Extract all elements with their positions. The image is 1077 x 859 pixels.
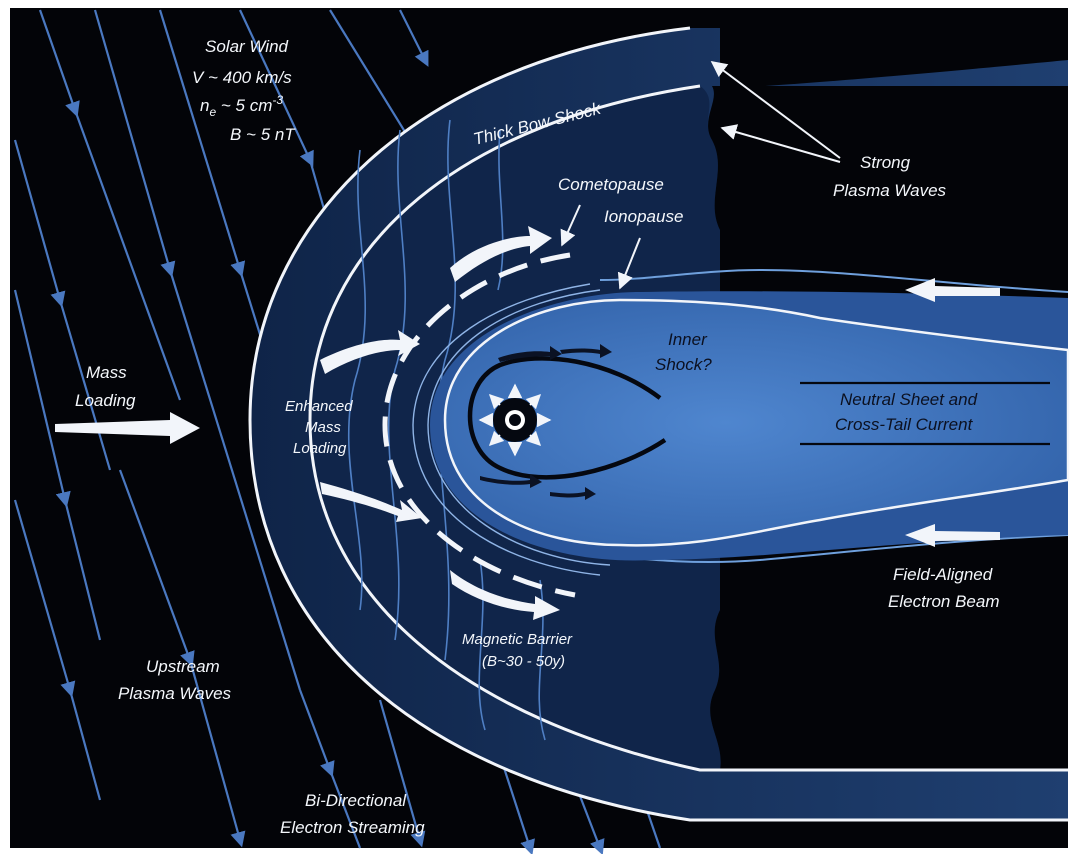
solar-wind-velocity: V ~ 400 km/s xyxy=(192,68,292,87)
bidirectional-line-1: Bi-Directional xyxy=(305,791,407,810)
enhanced-line-2: Mass xyxy=(305,419,341,436)
upstream-line-2: Plasma Waves xyxy=(118,684,232,703)
label-ionopause: Ionopause xyxy=(604,207,683,226)
inner-shock-line-2: Shock? xyxy=(655,355,712,374)
inner-shock-line-1: Inner xyxy=(668,330,708,349)
density-mid: ~ 5 cm xyxy=(216,96,272,115)
bidirectional-line-2: Electron Streaming xyxy=(280,818,425,837)
neutral-sheet-line-2: Cross-Tail Current xyxy=(835,415,974,434)
solar-wind-title: Solar Wind xyxy=(205,37,289,56)
mass-loading-line-1: Mass xyxy=(86,363,127,382)
solar-wind-field: B ~ 5 nT xyxy=(230,125,296,144)
label-cometopause: Cometopause xyxy=(558,175,664,194)
strong-line-2: Plasma Waves xyxy=(833,181,947,200)
field-aligned-line-1: Field-Aligned xyxy=(893,565,993,584)
enhanced-line-1: Enhanced xyxy=(285,398,353,415)
mass-loading-line-2: Loading xyxy=(75,391,136,410)
magnetic-barrier-line-2: (B~30 - 50y) xyxy=(482,653,565,670)
neutral-sheet-line-1: Neutral Sheet and xyxy=(840,390,978,409)
field-aligned-line-2: Electron Beam xyxy=(888,592,1000,611)
upstream-line-1: Upstream xyxy=(146,657,220,676)
magnetic-barrier-line-1: Magnetic Barrier xyxy=(462,631,573,648)
strong-line-1: Strong xyxy=(860,153,911,172)
density-n: n xyxy=(200,96,209,115)
comet-nucleus xyxy=(480,385,550,455)
enhanced-line-3: Loading xyxy=(293,440,347,457)
density-sup: -3 xyxy=(272,93,283,107)
